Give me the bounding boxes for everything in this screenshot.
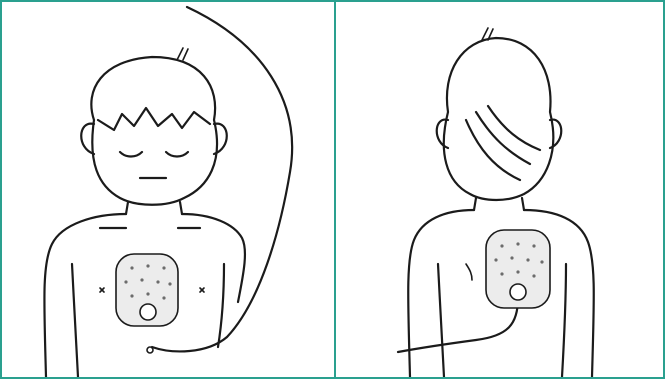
neck-right	[180, 202, 182, 214]
back-view-panel	[334, 0, 665, 379]
left-nipple	[100, 288, 104, 292]
child-head-front	[91, 57, 217, 205]
back-view-illustration	[336, 2, 663, 377]
front-view-illustration	[2, 2, 336, 377]
left-shoulder-blade	[466, 264, 472, 280]
pad-connector-front	[140, 304, 156, 320]
right-arm-inner	[218, 264, 224, 347]
hair-tuft	[177, 48, 188, 60]
navel	[147, 347, 153, 353]
right-eye-closed	[166, 152, 188, 157]
neck-left	[126, 202, 128, 214]
hair-bangs	[98, 108, 210, 130]
hair-strand-3	[488, 106, 540, 150]
torso-left-outline	[44, 214, 126, 377]
neck-left-back	[474, 198, 476, 210]
left-arm-back	[438, 264, 444, 377]
hair-strand-2	[476, 112, 530, 164]
pad-connector-back	[510, 284, 526, 300]
front-view-panel	[0, 0, 336, 379]
right-nipple	[200, 288, 204, 292]
hair-strand-1	[466, 120, 520, 180]
right-arm-back	[562, 264, 566, 377]
back-left-outline	[408, 210, 474, 377]
neck-right-back	[522, 198, 524, 210]
left-arm-inner	[72, 264, 78, 377]
left-eye-closed	[120, 152, 142, 157]
